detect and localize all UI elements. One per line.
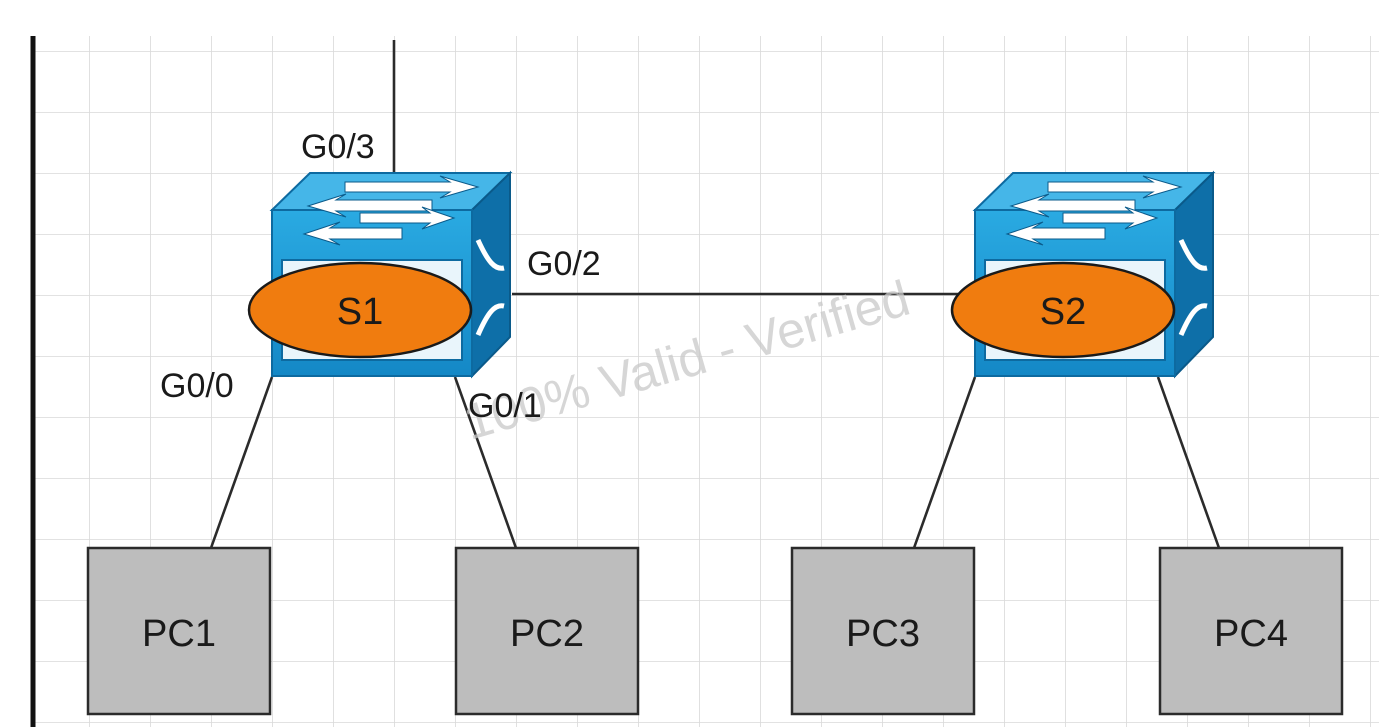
port-label-g0-3: G0/3: [301, 128, 375, 166]
links: [209, 40, 1221, 549]
port-label-g0-2: G0/2: [527, 245, 601, 283]
switch-s2-label: S2: [1040, 291, 1086, 333]
pc2-label: PC2: [510, 613, 584, 655]
pc-pc1[interactable]: PC1: [86, 546, 272, 716]
link-s2-pc4: [1156, 376, 1221, 549]
port-label-g0-1: G0/1: [468, 387, 542, 425]
switch-s2[interactable]: S2: [950, 170, 1216, 379]
pc4-label: PC4: [1214, 613, 1288, 655]
pc1-label: PC1: [142, 613, 216, 655]
link-s1-pc2-g0-1: [453, 376, 518, 549]
switch-s1[interactable]: S1: [247, 170, 513, 379]
switch-cross-arrows-icon: [1178, 238, 1208, 336]
link-s1-pc1-g0-0: [209, 376, 274, 549]
switch-s1-label: S1: [337, 291, 383, 333]
pc-pc2[interactable]: PC2: [454, 546, 640, 716]
switch-arrows-icon: [1005, 175, 1183, 246]
pc-pc4[interactable]: PC4: [1158, 546, 1344, 716]
switch-cross-arrows-icon: [475, 238, 505, 336]
port-label-g0-0: G0/0: [160, 367, 234, 405]
link-s2-pc3: [912, 376, 977, 549]
pc-pc3[interactable]: PC3: [790, 546, 976, 716]
switch-arrows-icon: [302, 175, 480, 246]
pc3-label: PC3: [846, 613, 920, 655]
